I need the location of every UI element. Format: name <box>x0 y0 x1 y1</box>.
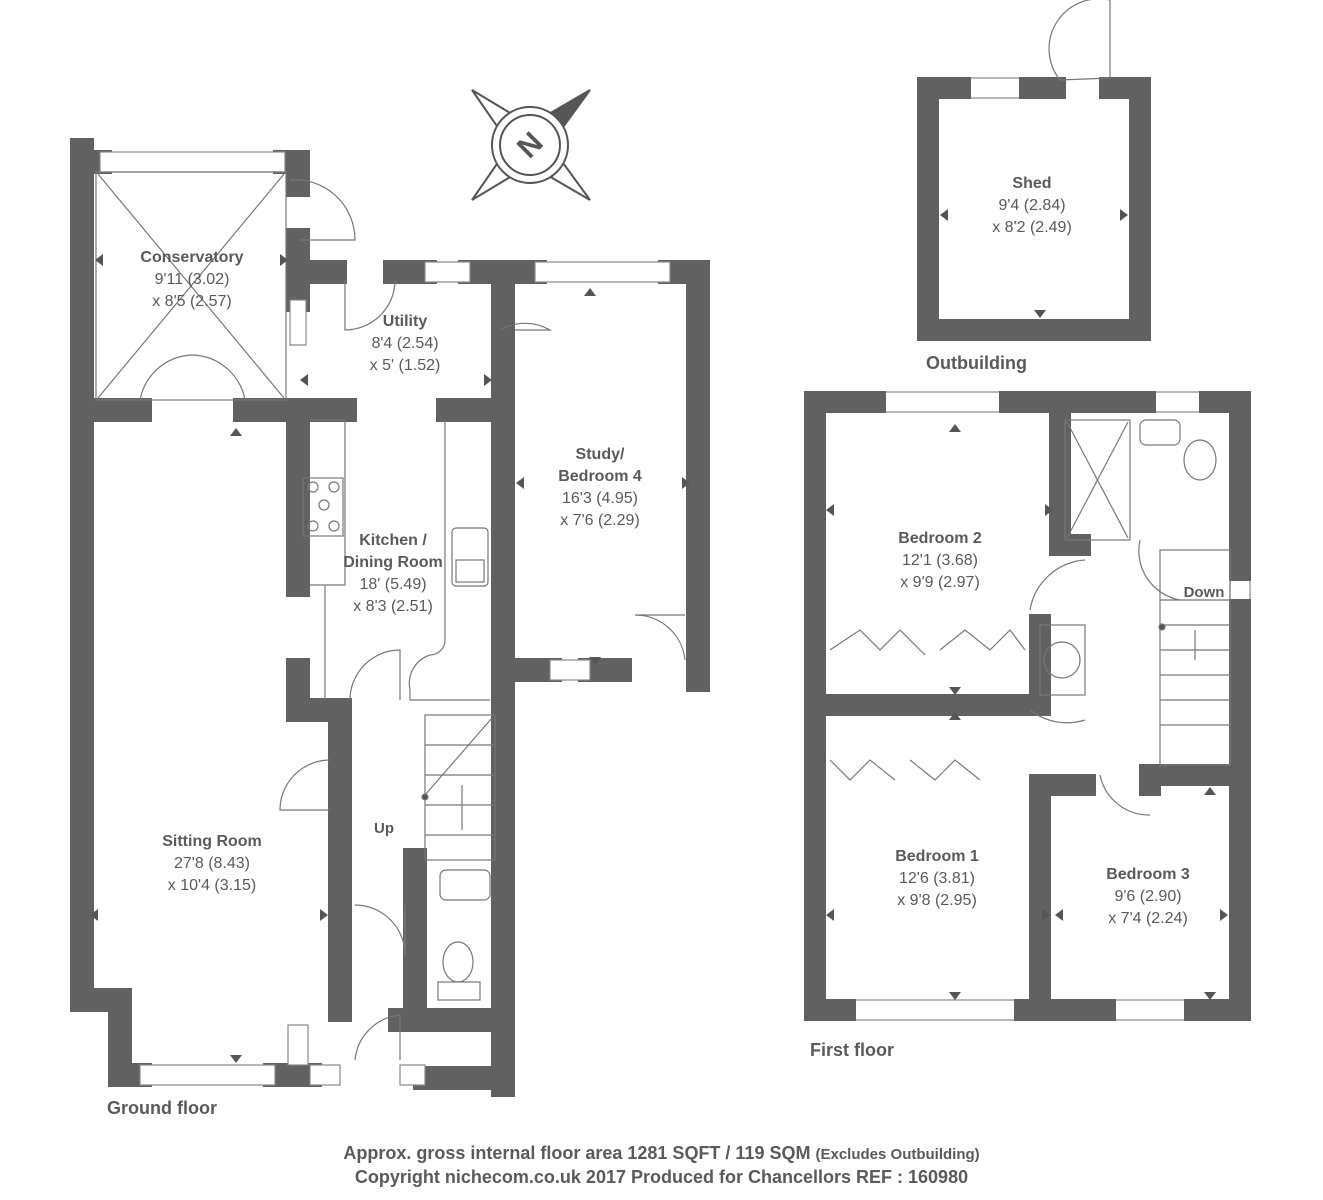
footer-note: (Excludes Outbuilding) <box>815 1146 980 1163</box>
room-dimension: 9'4 (2.84) <box>998 197 1066 214</box>
room-label-sitting-room: Sitting Room 27'8 (8.43) x 10'4 (3.15) <box>162 831 262 897</box>
shed-door-arc <box>1048 0 1111 81</box>
door-arcs <box>139 179 686 1061</box>
room-name: Bedroom 1 <box>895 848 979 865</box>
first-floor-fittings <box>829 419 1231 816</box>
caption-ground-floor: Ground floor <box>107 1098 217 1118</box>
room-dimension: x 8'5 (2.57) <box>152 293 232 310</box>
room-name: Sitting Room <box>162 833 262 850</box>
shed-walls <box>917 77 1151 341</box>
room-name: Bedroom 4 <box>558 468 642 485</box>
footer-copyright: Copyright nichecom.co.uk 2017 Produced f… <box>354 1167 969 1187</box>
room-label-shed: Shed 9'4 (2.84) x 8'2 (2.49) <box>992 173 1072 239</box>
conservatory-roof-lines <box>95 171 287 401</box>
room-label-study: Study/ Bedroom 4 16'3 (4.95) x 7'6 (2.29… <box>558 444 642 532</box>
room-name: Study/ <box>575 446 625 463</box>
room-name: Utility <box>382 313 428 330</box>
room-dimension: x 8'3 (2.51) <box>353 598 433 615</box>
room-label-utility: Utility 8'4 (2.54) x 5' (1.52) <box>370 311 441 377</box>
measurement-arrows <box>90 209 1228 1063</box>
caption-first-floor: First floor <box>810 1040 894 1060</box>
room-dimension: 8'4 (2.54) <box>371 335 439 352</box>
room-name: Conservatory <box>140 249 244 266</box>
compass-icon <box>471 89 591 201</box>
footer-floor-area: Approx. gross internal floor area 1281 S… <box>343 1143 811 1163</box>
room-label-conservatory: Conservatory 9'11 (3.02) x 8'5 (2.57) <box>140 247 243 313</box>
room-name: Dining Room <box>343 554 443 571</box>
room-name: Bedroom 2 <box>898 530 982 547</box>
caption-outbuilding: Outbuilding <box>926 353 1027 373</box>
room-name: Bedroom 3 <box>1106 866 1190 883</box>
room-label-bedroom-3: Bedroom 3 9'6 (2.90) x 7'4 (2.24) <box>1106 864 1190 930</box>
wc-fittings <box>437 869 491 1001</box>
room-label-kitchen: Kitchen / Dining Room 18' (5.49) x 8'3 (… <box>343 530 443 618</box>
room-dimension: x 9'9 (2.97) <box>900 574 980 591</box>
footer-area: Approx. gross internal floor area 1281 S… <box>0 1142 1323 1188</box>
stairs-down-label: Down <box>1183 584 1225 601</box>
room-label-bedroom-2: Bedroom 2 12'1 (3.68) x 9'9 (2.97) <box>898 528 982 594</box>
room-name: Shed <box>1012 175 1052 192</box>
room-dimension: 18' (5.49) <box>359 576 427 593</box>
room-label-bedroom-1: Bedroom 1 12'6 (3.81) x 9'8 (2.95) <box>895 846 979 912</box>
room-dimension: x 9'8 (2.95) <box>897 892 977 909</box>
stairs-up <box>421 714 496 861</box>
room-dimension: x 10'4 (3.15) <box>167 877 257 894</box>
room-dimension: x 5' (1.52) <box>369 357 441 374</box>
room-dimension: x 8'2 (2.49) <box>992 219 1072 236</box>
room-dimension: 16'3 (4.95) <box>561 490 638 507</box>
room-dimension: 27'8 (8.43) <box>173 855 250 872</box>
first-floor-walls <box>804 391 1251 1021</box>
room-name: Kitchen / <box>359 532 427 549</box>
ground-floor-walls <box>70 138 710 1097</box>
kitchen-worktops <box>302 419 490 701</box>
room-dimension: 12'1 (3.68) <box>901 552 978 569</box>
room-dimension: 9'6 (2.90) <box>1114 888 1182 905</box>
stairs-up-label: Up <box>374 820 394 837</box>
room-dimension: 9'11 (3.02) <box>154 271 230 288</box>
room-dimension: x 7'4 (2.24) <box>1108 910 1188 927</box>
room-dimension: x 7'6 (2.29) <box>560 512 640 529</box>
windows <box>99 77 1251 1086</box>
room-dimension: 12'6 (3.81) <box>898 870 975 887</box>
